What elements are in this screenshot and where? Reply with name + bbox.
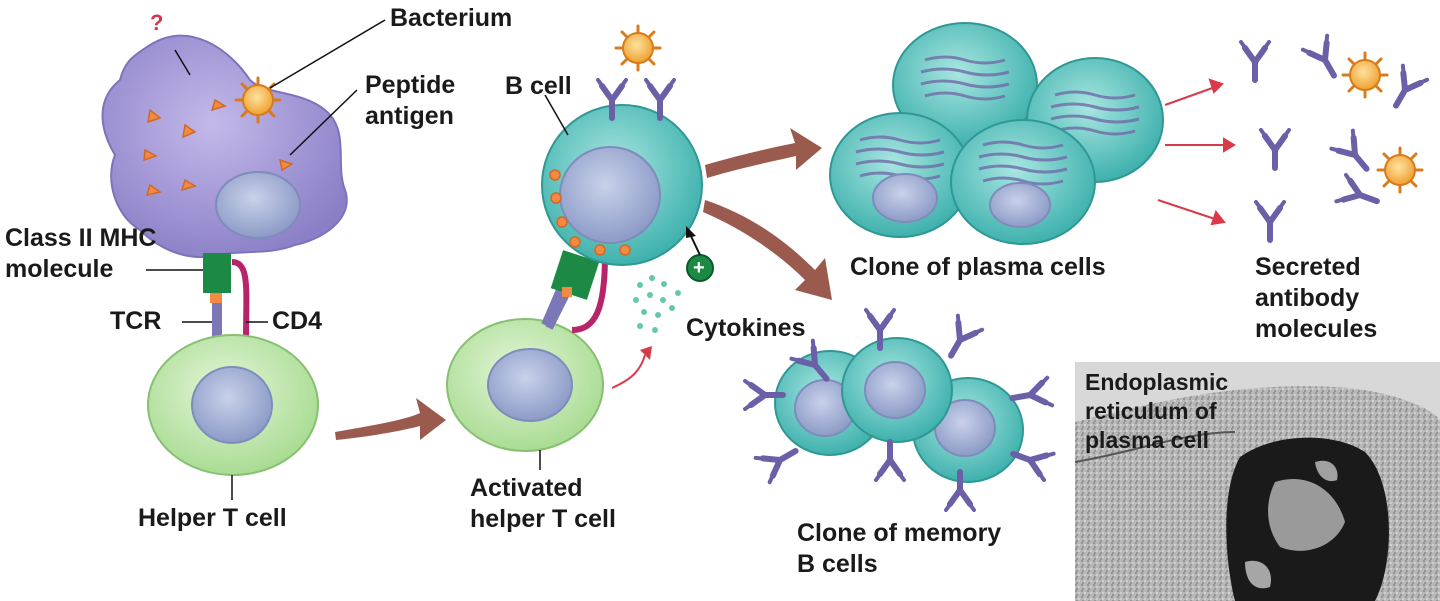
cytokines-label: Cytokines: [686, 314, 806, 342]
secretion-arrows: [1157, 78, 1236, 226]
antibody-bacterium-cluster: [1331, 131, 1424, 215]
arrow-to-memory: [703, 200, 832, 300]
mhc-tcr-complex: [203, 253, 250, 343]
bacterium-label: Bacterium: [390, 4, 513, 32]
micrograph-image: [1075, 362, 1440, 601]
helper-t-cell: [147, 334, 319, 476]
antibody-icon: [1241, 42, 1269, 80]
activated-helper-t-cell-label: Activated helper T cell: [470, 474, 616, 533]
arrow-to-plasma: [705, 128, 822, 178]
cytokine-plus-sign: +: [693, 257, 705, 279]
class-ii-mhc-label: Class II MHC molecule: [5, 224, 157, 283]
b-cell: [541, 104, 703, 266]
helper-t-cell-label: Helper T cell: [138, 504, 287, 532]
question-mark: ?: [150, 10, 164, 35]
antibody-bacterium-cluster: [1303, 36, 1427, 113]
arrow-activation: [335, 398, 446, 440]
bacterium-bound-icon: [614, 24, 662, 72]
secreted-antibody-label: Secreted antibody molecules: [1255, 253, 1378, 343]
plasma-cells: [829, 22, 1164, 245]
antibody-icon: [1256, 202, 1284, 240]
clone-memory-b-cells-label: Clone of memory B cells: [797, 519, 1002, 578]
peptide-antigen-label: Peptide antigen: [365, 71, 456, 130]
bacterium-engulfed-icon: [234, 76, 282, 124]
micrograph-panel: [1075, 362, 1440, 601]
antibody-icon: [1261, 130, 1289, 168]
antigen-presenting-cell: [101, 34, 348, 259]
activated-helper-t-cell: [446, 318, 604, 452]
cd4-label: CD4: [272, 307, 323, 335]
er-plasma-cell-label: Endoplasmic reticulum of plasma cell: [1085, 369, 1229, 453]
cytokine-dots: [633, 275, 681, 333]
clone-plasma-cells-label: Clone of plasma cells: [850, 253, 1106, 281]
b-cell-label: B cell: [505, 72, 572, 100]
tcr-label: TCR: [110, 307, 162, 335]
memory-b-cells: [774, 337, 1024, 483]
